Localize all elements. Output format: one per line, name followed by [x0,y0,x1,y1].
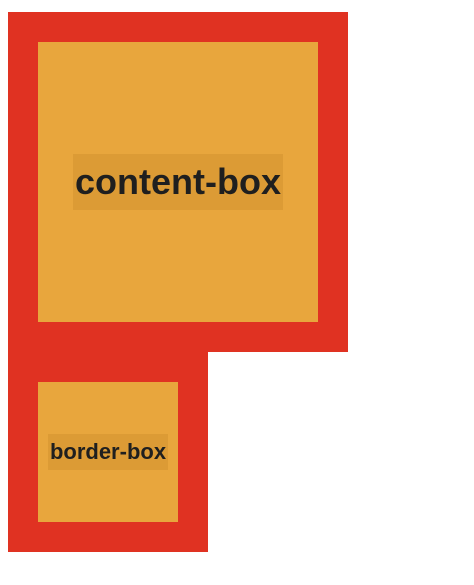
border-box-demo: border-box [8,352,208,552]
content-box-label: content-box [73,154,283,210]
border-box-label: border-box [47,434,169,470]
content-box-demo: content-box [8,12,348,352]
